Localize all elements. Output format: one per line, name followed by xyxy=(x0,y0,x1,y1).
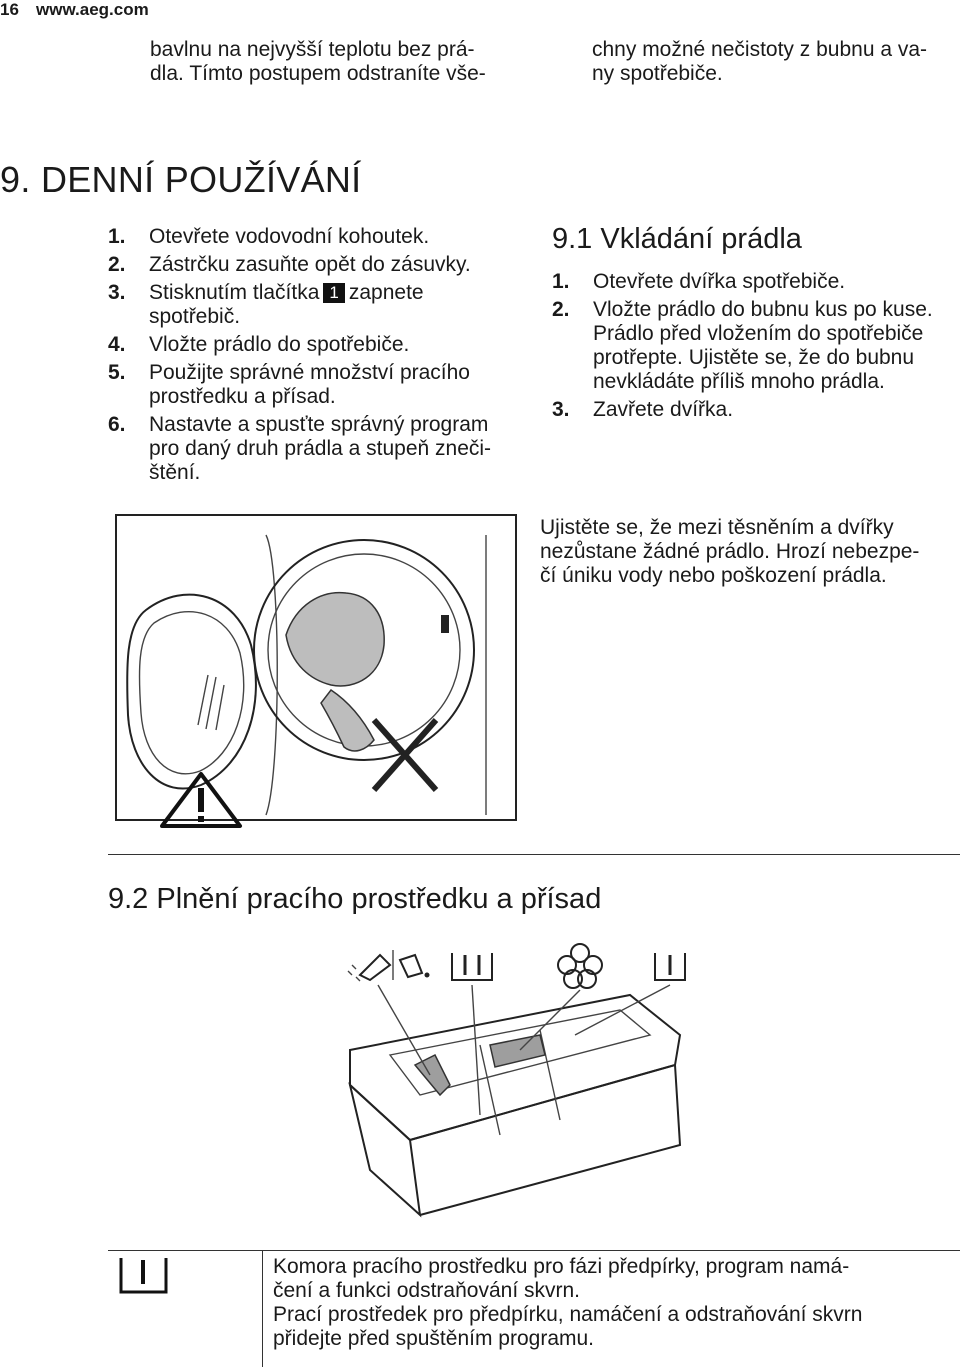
step-number: 2. xyxy=(108,253,126,276)
step-text: Vložte prádlo do spotřebiče. xyxy=(149,333,410,356)
pointer-line xyxy=(519,989,581,1051)
step-item: 2. Vložte prádlo do bubnu kus po kuse.Prá… xyxy=(552,298,952,394)
step-text: pro daný druh prádla a stupeň zneči- xyxy=(149,437,492,460)
door-glass xyxy=(126,593,257,790)
step-text: Otevřete vodovodní kohoutek. xyxy=(149,225,430,248)
dispenser-illustration xyxy=(347,943,686,1218)
description-line: Prací prostředek pro předpírku, namáčení… xyxy=(273,1303,863,1326)
step-text: Stisknutím tlačítka xyxy=(149,281,320,304)
subsection-number: 9.2 xyxy=(108,883,149,915)
intro-left-line: dla. Tímto postupem odstraníte vše- xyxy=(150,62,486,85)
illustration-frame xyxy=(115,514,517,821)
step-text: prostředku a přísad. xyxy=(149,385,336,408)
step-item: 4. Vložte prádlo do spotřebiče. xyxy=(108,333,538,357)
subsection-heading: 9.1 Vkládání prádla xyxy=(552,222,802,256)
description-line: Komora pracího prostředku pro fázi předp… xyxy=(273,1255,850,1278)
step-text: Prádlo před vložením do spotřebiče xyxy=(593,322,924,345)
intro-left-line: bavlnu na nejvyšší teplotu bez prá- xyxy=(150,38,475,61)
step-text: Použijte správné množství pracího xyxy=(149,361,470,384)
intro-right-line: ny spotřebiče. xyxy=(592,62,723,85)
warning-text: Ujistěte se, že mezi těsněním a dvířky n… xyxy=(540,516,919,588)
step-text: zapnete xyxy=(348,281,424,304)
subsection-number: 9.1 xyxy=(552,223,593,255)
compartment-divider xyxy=(479,1029,561,1136)
softener-cap xyxy=(489,1034,546,1068)
glass-reflection xyxy=(197,674,225,731)
step-text: Zavřete dvířka. xyxy=(593,398,734,421)
step-text: Vložte prádlo do bubnu kus po kuse. xyxy=(593,298,933,321)
on-off-key-badge: 1 xyxy=(323,283,345,303)
step-text: Zástrčku zasuňte opět do zásuvky. xyxy=(149,253,471,276)
laundry-caught-in-seal xyxy=(320,688,375,752)
cross-mark-icon xyxy=(371,718,439,792)
pointer-line xyxy=(574,984,671,1036)
step-number: 3. xyxy=(108,281,126,304)
drawer-front xyxy=(348,1082,422,1218)
step-item: 2. Zástrčku zasuňte opět do zásuvky. xyxy=(108,253,538,277)
description-line: čení a funkci odstraňování skvrn. xyxy=(273,1279,580,1302)
warning-divider xyxy=(108,854,960,855)
warning-line: Ujistěte se, že mezi těsněním a dvířky xyxy=(540,516,894,539)
step-item: 1. Otevřete dvířka spotřebiče. xyxy=(552,270,952,294)
door-glass-inner xyxy=(138,610,245,775)
drawer-inner xyxy=(388,1009,652,1096)
laundry-in-drum xyxy=(285,591,385,687)
step-number: 5. xyxy=(108,361,126,384)
table-top-rule xyxy=(108,1250,960,1251)
prewash-compartment-icon xyxy=(119,1258,168,1294)
section-title: DENNÍ POUŽÍVÁNÍ xyxy=(40,159,362,200)
section-heading: 9. DENNÍ POUŽÍVÁNÍ xyxy=(0,160,361,200)
daily-use-steps: 1. Otevřete vodovodní kohoutek. 2. Zástrčk… xyxy=(108,225,538,489)
step-text: Otevřete dvířka spotřebiče. xyxy=(593,270,846,293)
pointer-line xyxy=(377,984,431,1076)
prewash-compartment-icon xyxy=(654,953,686,981)
drawer-side xyxy=(409,1063,682,1216)
header-url[interactable]: www.aeg.com xyxy=(36,0,149,19)
step-text: Nastavte a spusťte správný program xyxy=(149,413,489,436)
subsection-title: Vkládání prádla xyxy=(600,223,802,255)
step-text: štění. xyxy=(149,461,201,484)
pointer-line xyxy=(471,984,481,1116)
warning-line: čí úniku vody nebo poškození prádla. xyxy=(540,564,887,587)
step-text: protřepte. Ujistěte se, že do bubnu xyxy=(593,346,915,369)
step-number: 1. xyxy=(108,225,126,248)
subsection-title: Plnění pracího prostředku a přísad xyxy=(156,883,602,915)
drum-outer-ring xyxy=(253,539,475,761)
warning-triangle-icon xyxy=(160,772,242,828)
loading-steps: 1. Otevřete dvířka spotřebiče. 2. Vložte p… xyxy=(552,270,952,426)
fabric-softener-flower-icon xyxy=(557,943,603,989)
section-number: 9. xyxy=(0,159,31,200)
page-number: 16 xyxy=(0,0,19,19)
step-text: nevkládáte příliš mnoho prádla. xyxy=(593,370,885,393)
step-number: 2. xyxy=(552,298,570,321)
door-illustration xyxy=(115,514,517,821)
step-number: 3. xyxy=(552,398,570,421)
step-number: 4. xyxy=(108,333,126,356)
intro-left-text: bavlnu na nejvyšší teplotu bez prá- dla.… xyxy=(150,38,486,86)
subsection-heading: 9.2 Plnění pracího prostředku a přísad xyxy=(108,882,601,916)
door-hinge-edge xyxy=(265,534,278,816)
step-text: spotřebič. xyxy=(149,305,241,328)
liquid-detergent-icon xyxy=(347,950,430,982)
detergent-flap xyxy=(413,1053,451,1097)
intro-right-text: chny možné nečistoty z bubnu a va- ny sp… xyxy=(592,38,927,86)
step-number: 6. xyxy=(108,413,126,436)
step-number: 1. xyxy=(552,270,570,293)
compartment-description: Komora pracího prostředku pro fázi předp… xyxy=(273,1255,862,1351)
main-wash-compartment-icon xyxy=(451,953,493,981)
intro-right-line: chny možné nečistoty z bubnu a va- xyxy=(592,38,928,61)
step-item: 1. Otevřete vodovodní kohoutek. xyxy=(108,225,538,249)
step-item: 3. Zavřete dvířka. xyxy=(552,398,952,422)
table-column-divider xyxy=(262,1250,263,1367)
description-line: přidejte před spuštěním programu. xyxy=(273,1327,594,1350)
warning-line: nezůstane žádné prádlo. Hrozí nebezpe- xyxy=(540,540,920,563)
door-latch xyxy=(441,615,449,633)
